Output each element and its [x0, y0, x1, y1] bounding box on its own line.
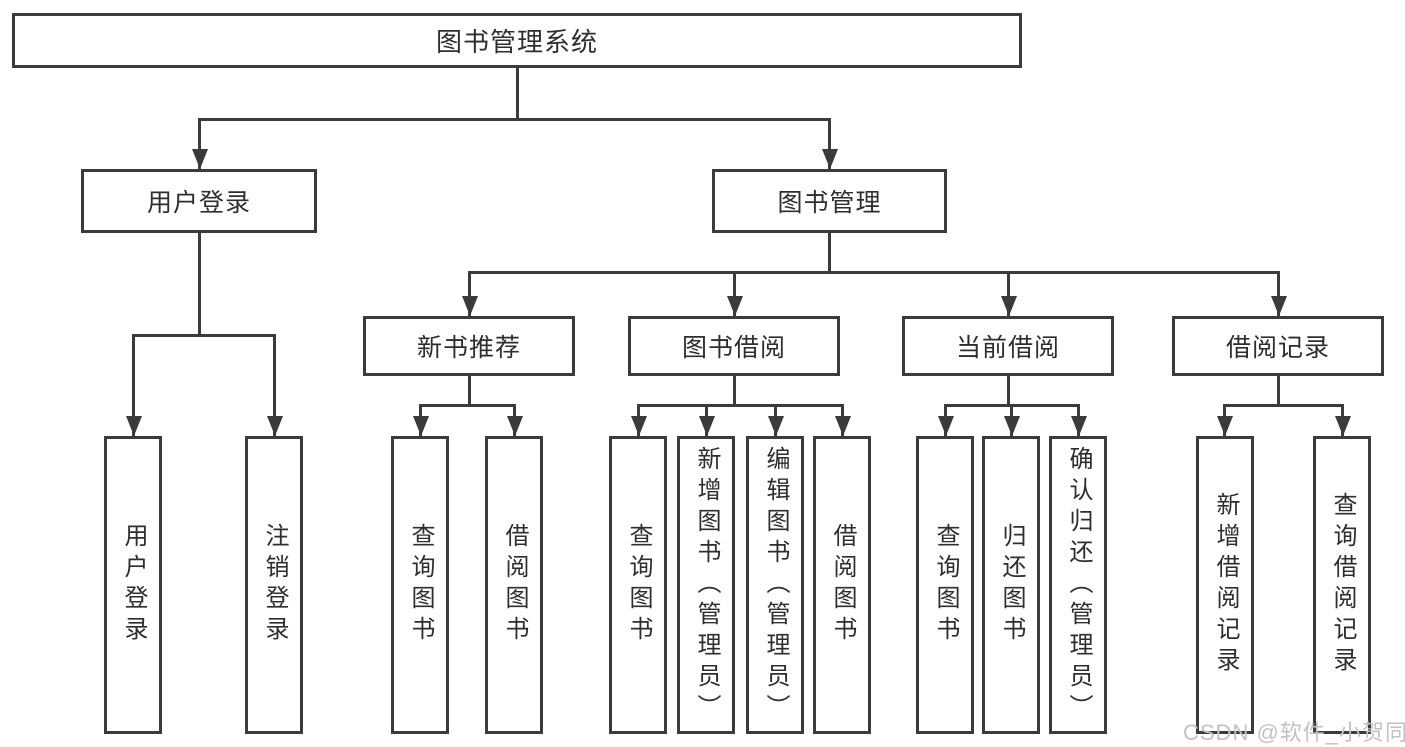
arrow-down-icon	[198, 118, 201, 169]
arrow-down-icon	[733, 271, 736, 316]
watermark: CSDN @软件_小贺同学	[1183, 720, 1405, 745]
leaf-add-books-admin-label: 新增图书（管理员）	[693, 445, 720, 725]
leaf-user-login-label: 用户登录	[120, 523, 147, 647]
arrow-down-icon	[944, 404, 947, 436]
connector-line	[733, 376, 736, 407]
leaf-query-books-1-label: 查询图书	[407, 523, 434, 647]
connector-line	[198, 233, 201, 337]
leaf-edit-books-admin: 编辑图书（管理员）	[746, 436, 804, 734]
connector-line	[516, 68, 519, 120]
leaf-borrow-books-2-label: 借阅图书	[829, 523, 856, 647]
leaf-add-books-admin: 新增图书（管理员）	[677, 436, 735, 734]
node-book-management-branch: 图书管理	[712, 169, 947, 233]
leaf-query-borrow-record: 查询借阅记录	[1313, 436, 1371, 734]
connector-line	[1223, 404, 1344, 407]
node-user-login-branch: 用户登录	[81, 169, 317, 233]
leaf-borrow-books-2: 借阅图书	[813, 436, 871, 734]
arrow-down-icon	[513, 404, 516, 436]
leaf-confirm-return-admin-label: 确认归还（管理员）	[1065, 445, 1092, 725]
leaf-query-borrow-record-label: 查询借阅记录	[1329, 492, 1356, 678]
arrow-down-icon	[132, 334, 135, 436]
leaf-query-books-3-label: 查询图书	[932, 523, 959, 647]
arrow-down-icon	[1341, 404, 1344, 436]
arrow-down-icon	[1223, 404, 1226, 436]
connector-line	[468, 376, 471, 407]
connector-line	[828, 233, 831, 274]
arrow-down-icon	[419, 404, 422, 436]
arrow-down-icon	[1077, 404, 1080, 436]
leaf-add-borrow-record: 新增借阅记录	[1196, 436, 1254, 734]
leaf-query-books-1: 查询图书	[391, 436, 449, 734]
connector-line	[132, 334, 276, 337]
leaf-confirm-return-admin: 确认归还（管理员）	[1049, 436, 1107, 734]
arrow-down-icon	[637, 404, 640, 436]
node-current-borrowing: 当前借阅	[902, 316, 1114, 376]
arrow-down-icon	[705, 404, 708, 436]
node-library-management-system: 图书管理系统	[12, 13, 1022, 68]
connector-line	[198, 118, 831, 121]
leaf-borrow-books-1-label: 借阅图书	[501, 523, 528, 647]
arrow-down-icon	[774, 404, 777, 436]
connector-line	[1007, 376, 1010, 407]
leaf-return-books-label: 归还图书	[998, 523, 1025, 647]
leaf-query-books-2-label: 查询图书	[625, 523, 652, 647]
leaf-user-login: 用户登录	[104, 436, 162, 734]
arrow-down-icon	[1277, 271, 1280, 316]
leaf-edit-books-admin-label: 编辑图书（管理员）	[762, 445, 789, 725]
connector-line	[468, 271, 1280, 274]
arrow-down-icon	[1010, 404, 1013, 436]
leaf-return-books: 归还图书	[982, 436, 1040, 734]
arrow-down-icon	[273, 334, 276, 436]
leaf-borrow-books-1: 借阅图书	[485, 436, 543, 734]
leaf-add-borrow-record-label: 新增借阅记录	[1212, 492, 1239, 678]
node-new-book-recommendation: 新书推荐	[363, 316, 575, 376]
connector-line	[637, 404, 844, 407]
arrow-down-icon	[828, 118, 831, 169]
arrow-down-icon	[1007, 271, 1010, 316]
leaf-query-books-2: 查询图书	[609, 436, 667, 734]
node-book-borrowing: 图书借阅	[628, 316, 840, 376]
arrow-down-icon	[841, 404, 844, 436]
connector-line	[1277, 376, 1280, 407]
connector-line	[419, 404, 516, 407]
node-borrowing-records: 借阅记录	[1172, 316, 1384, 376]
leaf-query-books-3: 查询图书	[916, 436, 974, 734]
leaf-logout: 注销登录	[245, 436, 303, 734]
leaf-logout-label: 注销登录	[261, 523, 288, 647]
arrow-down-icon	[468, 271, 471, 316]
